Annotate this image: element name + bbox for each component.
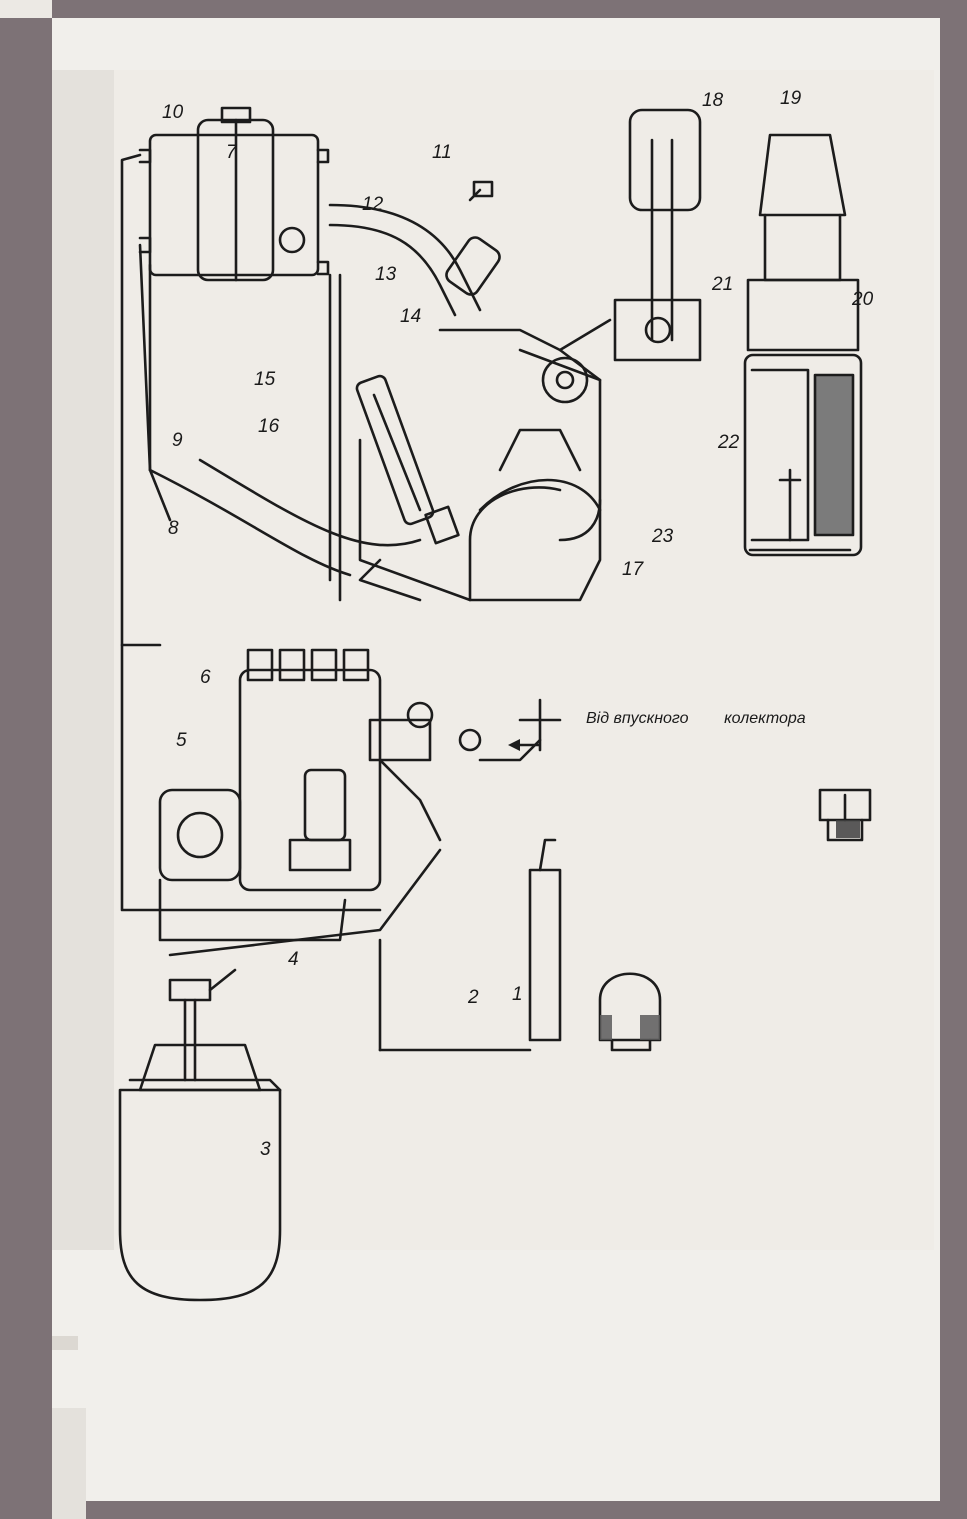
- label-20: 20: [851, 289, 874, 310]
- high-pressure-lines: [148, 273, 422, 602]
- coarse-fuel-filter: [378, 838, 662, 1052]
- label-3: 3: [260, 1139, 271, 1160]
- page-margin-strip: [52, 70, 114, 1250]
- label-17: 17: [622, 559, 645, 580]
- injector: [355, 374, 460, 545]
- page-margin-mark: [52, 1336, 78, 1350]
- fuel-return-line: [158, 848, 442, 957]
- detail-cup: [818, 788, 872, 842]
- label-2: 2: [467, 987, 479, 1008]
- label-11: 11: [432, 142, 452, 163]
- cylinder-head: [358, 328, 602, 602]
- top-frame-band: [0, 0, 967, 18]
- label-7: 7: [226, 142, 238, 163]
- label-9: 9: [172, 430, 183, 451]
- label-21: 21: [711, 274, 733, 295]
- fine-fuel-filter: [138, 106, 330, 282]
- label-23: 23: [651, 526, 674, 547]
- label-8: 8: [168, 518, 179, 539]
- air-cleaner: [743, 133, 863, 557]
- right-frame-band: [940, 0, 967, 1501]
- label-4: 4: [288, 949, 299, 970]
- label-13: 13: [375, 264, 397, 285]
- air-valve: [558, 108, 702, 362]
- intake-arrow: [508, 739, 540, 751]
- label-19: 19: [780, 88, 802, 109]
- intake-pipe: [328, 180, 501, 317]
- label-5: 5: [176, 730, 187, 751]
- boost-line: [478, 698, 562, 762]
- fuel-tank: [118, 968, 282, 1302]
- top-left-page-tab: [0, 0, 52, 18]
- part-labels: 1 2 3 4 5 6 7 8 9 10 11 12 13 14 15 16 1…: [162, 88, 874, 1160]
- label-15: 15: [254, 369, 276, 390]
- fuel-lines-left: [120, 153, 172, 912]
- label-18: 18: [702, 90, 724, 111]
- label-14: 14: [400, 306, 421, 327]
- label-16: 16: [258, 416, 280, 437]
- label-10: 10: [162, 102, 184, 123]
- bleed-through-area: [114, 70, 934, 1250]
- label-6: 6: [200, 667, 211, 688]
- label-22: 22: [717, 432, 740, 453]
- label-12: 12: [362, 194, 384, 215]
- injection-pump: [158, 648, 482, 912]
- label-1: 1: [512, 984, 523, 1005]
- intake-caption: Від впускного колектора: [586, 710, 806, 727]
